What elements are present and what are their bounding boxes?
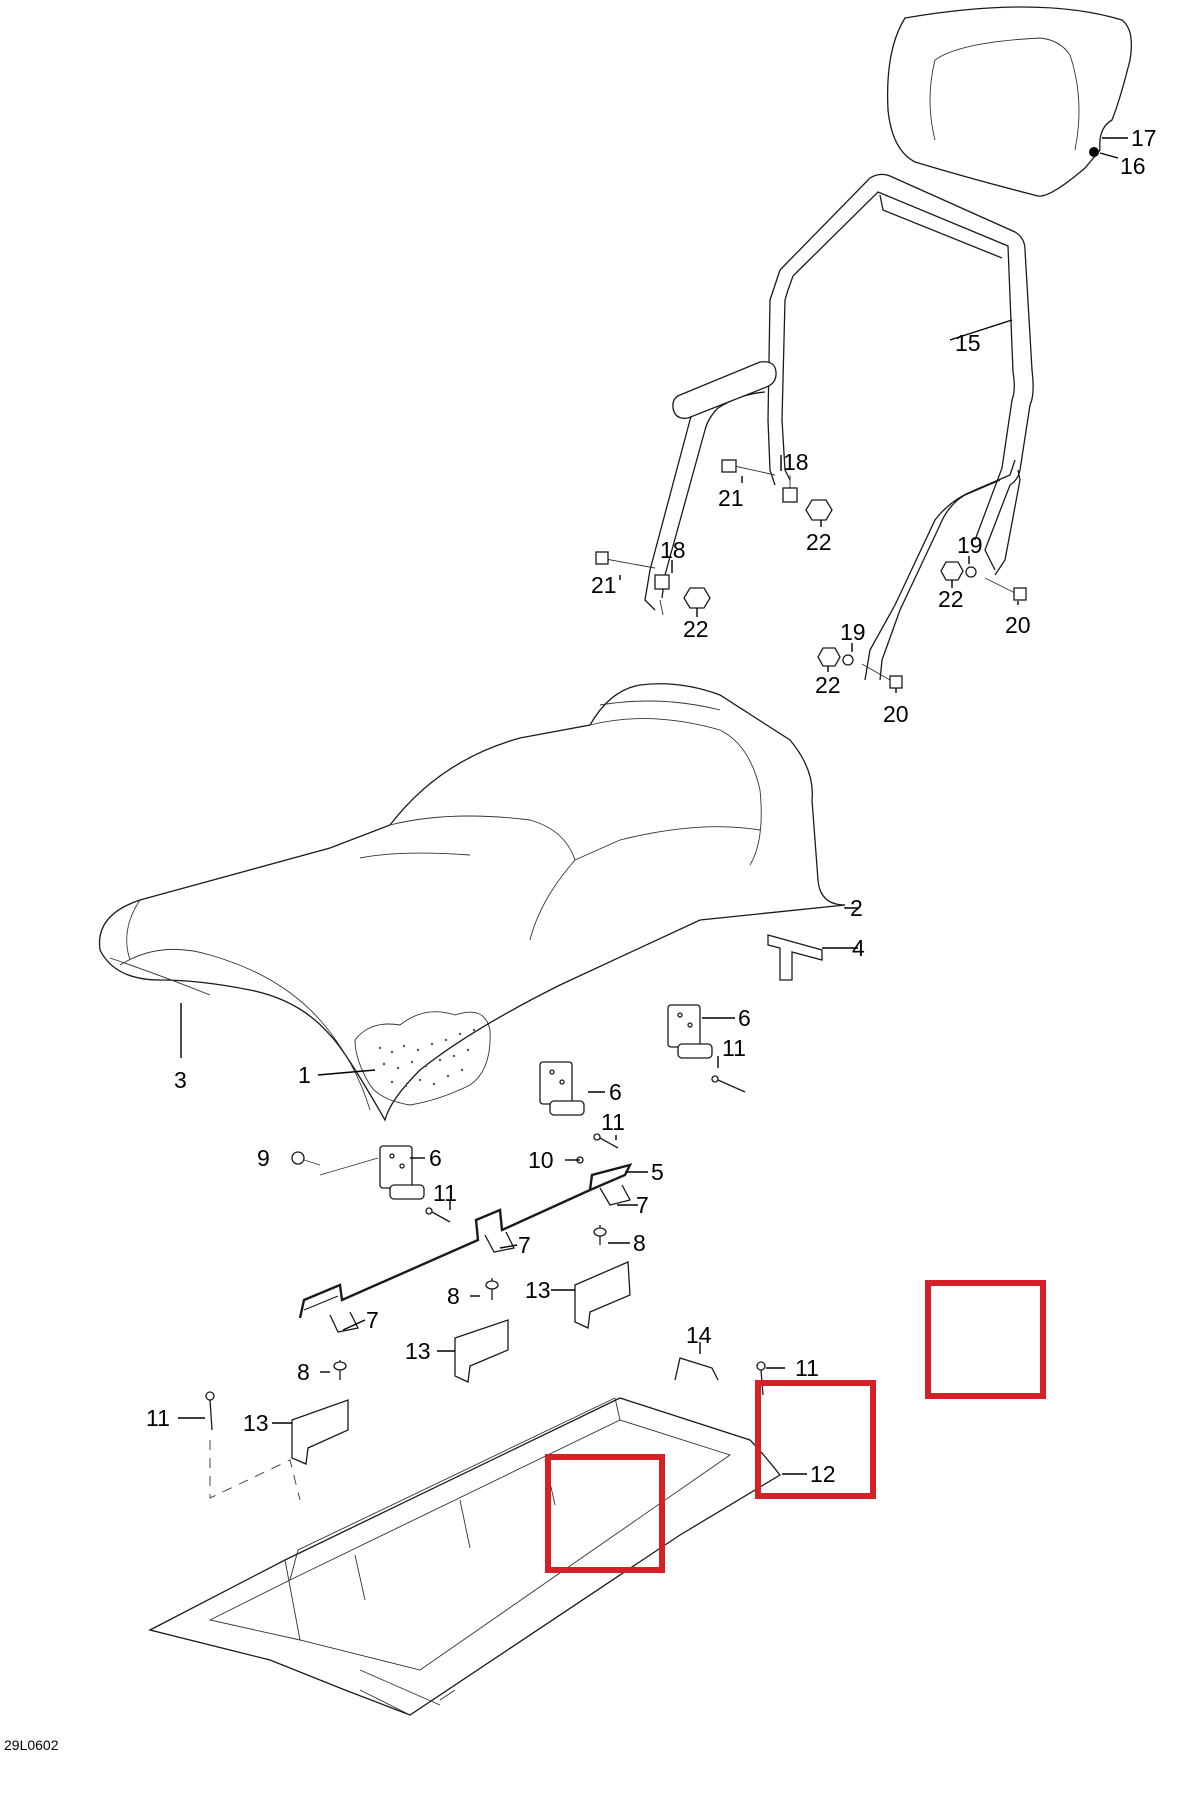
callout-11: 11: [795, 1355, 819, 1381]
callout-15: 15: [955, 330, 981, 356]
callout-9: 9: [257, 1145, 270, 1171]
callout-1: 1: [298, 1062, 311, 1088]
callout-8: 8: [633, 1230, 646, 1256]
callout-8: 8: [447, 1283, 460, 1309]
callout-5: 5: [651, 1159, 664, 1185]
brackets: [291, 1261, 631, 1465]
callout-11: 11: [722, 1035, 746, 1061]
callout-19: 19: [957, 532, 983, 558]
callout-19: 19: [840, 619, 866, 645]
callout-13: 13: [405, 1338, 431, 1364]
seat: [98, 683, 846, 1122]
storage-tray: [148, 1397, 781, 1716]
callout-22: 22: [806, 529, 832, 555]
callout-labels: 17 16 15 18 21 22 18 21 22 19 22 20 19 2…: [4, 125, 1157, 1753]
callout-20: 20: [883, 701, 909, 727]
callout-11: 11: [146, 1405, 170, 1431]
callout-12: 12: [810, 1461, 836, 1487]
allen-key-part: [767, 934, 823, 981]
leader-lines: [178, 137, 1128, 1475]
callout-22: 22: [815, 672, 841, 698]
highlight-box: [925, 1280, 1046, 1399]
hinges: [379, 1004, 713, 1200]
rivets: [205, 1075, 766, 1431]
callout-3: 3: [174, 1067, 187, 1093]
highlight-box: [755, 1380, 876, 1499]
callout-14: 14: [686, 1322, 712, 1348]
callout-7: 7: [366, 1307, 379, 1333]
callout-17: 17: [1131, 125, 1157, 151]
callout-11: 11: [433, 1180, 457, 1206]
callout-22: 22: [683, 616, 709, 642]
callout-6: 6: [429, 1145, 442, 1171]
backrest-cushion: [886, 6, 1133, 197]
callout-2: 2: [850, 895, 863, 921]
spring-part: [674, 1357, 719, 1381]
callout-16: 16: [1120, 153, 1146, 179]
callout-6: 6: [738, 1005, 751, 1031]
highlight-boxes: [545, 1280, 1046, 1573]
callout-21: 21: [718, 485, 744, 511]
diagram-code: 29L0602: [4, 1737, 59, 1753]
callout-18: 18: [660, 537, 686, 563]
highlight-box: [545, 1454, 665, 1573]
callout-11: 11: [601, 1109, 625, 1135]
frame-fasteners: [595, 459, 1027, 689]
callout-8: 8: [297, 1359, 310, 1385]
callout-20: 20: [1005, 612, 1031, 638]
backrest-frame: [644, 173, 1034, 681]
callout-18: 18: [783, 449, 809, 475]
alignment-line: [209, 1440, 301, 1501]
locking-rod: [298, 1163, 633, 1319]
callout-21: 21: [591, 572, 617, 598]
callout-13: 13: [243, 1410, 269, 1436]
callout-4: 4: [852, 935, 865, 961]
callout-7: 7: [518, 1232, 531, 1258]
callout-6: 6: [609, 1079, 622, 1105]
callout-22: 22: [938, 586, 964, 612]
callout-7: 7: [636, 1192, 649, 1218]
callout-10: 10: [528, 1147, 554, 1173]
callout-13: 13: [525, 1277, 551, 1303]
backrest-fastener-icon: [1089, 147, 1099, 157]
